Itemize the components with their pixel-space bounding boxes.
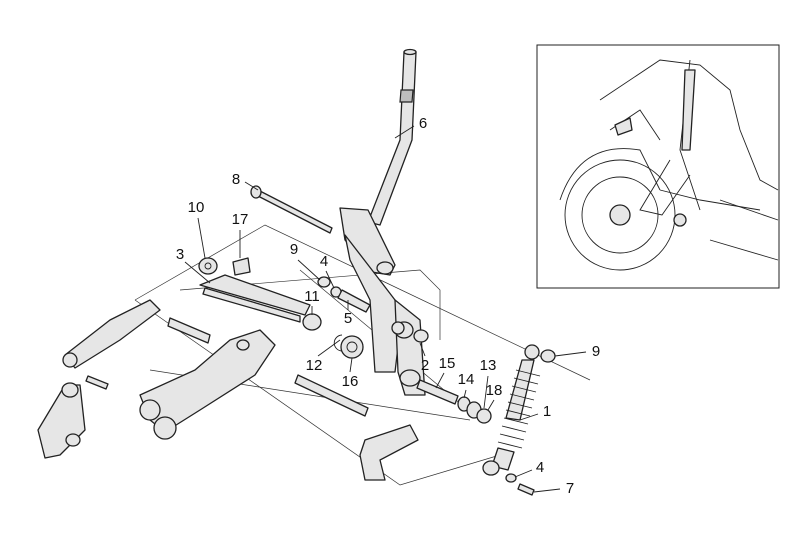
part-labels: 6 8 10 17 3 9 4 11 5 12 16 2 15 14 13 18…: [176, 115, 600, 497]
linkage-arm: [37, 299, 161, 459]
label-9: 9: [290, 241, 298, 258]
shock-absorber: [482, 344, 556, 496]
label-7: 7: [566, 480, 574, 497]
label-2: 2: [421, 357, 429, 374]
pivot-pin-set: [416, 379, 492, 424]
label-16: 16: [342, 373, 359, 390]
label-15: 15: [439, 355, 456, 372]
label-1: 1: [543, 403, 551, 420]
label-5: 5: [344, 310, 352, 327]
label-14: 14: [458, 371, 475, 388]
mount-bracket: [359, 424, 419, 481]
small-parts: [198, 257, 429, 359]
label-3: 3: [176, 246, 184, 263]
label-10: 10: [188, 199, 205, 216]
label-4: 4: [320, 253, 328, 270]
location-inset: [536, 44, 780, 289]
label-6: 6: [419, 115, 427, 132]
long-bolt: [250, 185, 333, 234]
label-12: 12: [306, 357, 323, 374]
swing-arm: [139, 317, 369, 440]
label-17: 17: [232, 211, 249, 228]
label-9-right: 9: [592, 343, 600, 360]
label-13: 13: [480, 357, 497, 374]
label-8: 8: [232, 171, 240, 188]
label-18: 18: [486, 382, 503, 399]
label-11: 11: [304, 288, 320, 305]
leader-lines: [184, 125, 587, 493]
label-4-lower: 4: [536, 459, 544, 476]
